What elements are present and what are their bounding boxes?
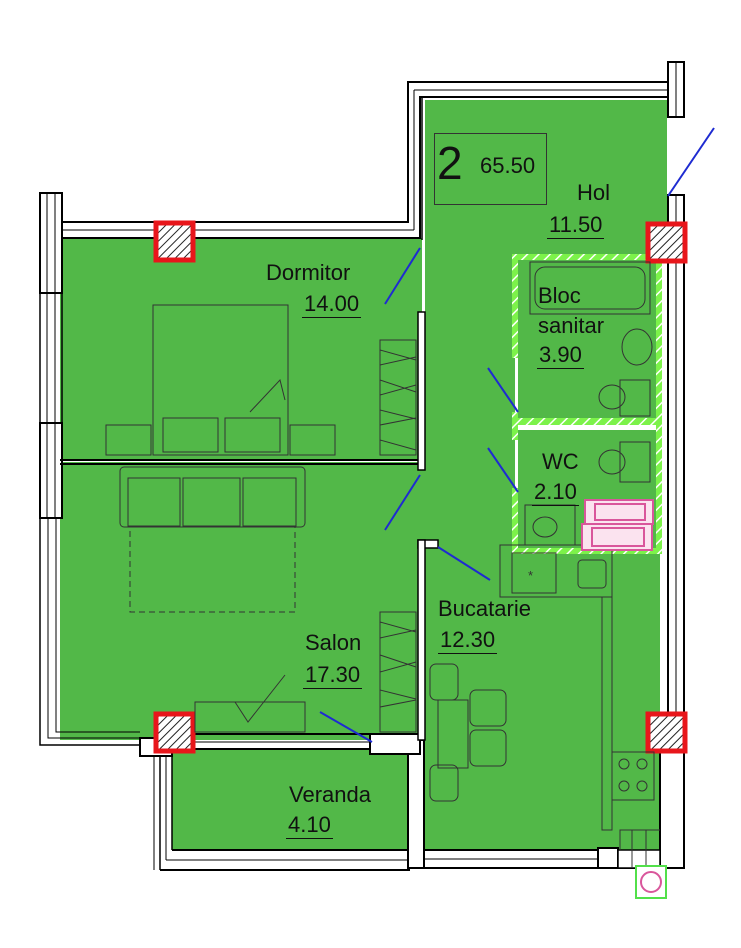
- floor-bucatarie: [425, 545, 660, 850]
- room-name-sanitar: sanitar: [538, 313, 605, 338]
- furniture: *: [105, 261, 660, 868]
- wall-right-block: [659, 744, 685, 869]
- toilet-wc: [619, 441, 651, 483]
- sink-bath: [621, 328, 653, 366]
- partitions: [417, 97, 439, 741]
- wall-top-outer: [45, 81, 668, 223]
- room-name-hol: Hol: [577, 180, 611, 205]
- tv-stand: [194, 701, 306, 733]
- floor-salon: [60, 462, 422, 740]
- veranda-walls: [139, 733, 421, 870]
- wall-bottom-right-block: [597, 847, 619, 869]
- chair-3: [469, 729, 507, 767]
- room-area-hol: 11.50: [547, 212, 605, 239]
- room-area-salon: 17.30: [303, 662, 363, 689]
- rooms-count: 2: [437, 137, 463, 189]
- room-area-wc: 2.10: [532, 479, 579, 506]
- bed: [152, 304, 289, 456]
- column-bottom-left: [153, 711, 196, 754]
- room-name-bucatarie: Bucatarie: [438, 596, 531, 621]
- door-swings: [319, 127, 715, 743]
- room-name-veranda: Veranda: [289, 782, 371, 807]
- structural-columns: [153, 220, 688, 754]
- dining-table: [437, 699, 469, 769]
- column-top-right: [645, 221, 688, 264]
- column-top-left: [153, 220, 196, 263]
- drain: [635, 865, 667, 899]
- wardrobe-bedroom: [379, 339, 417, 456]
- chair-4: [429, 764, 459, 802]
- wall-bottom-block: [407, 739, 425, 869]
- left-window-wall: [39, 192, 422, 746]
- room-name-wc: WC: [542, 449, 579, 474]
- room-area-veranda: 4.10: [286, 812, 333, 839]
- floor-bloc-sanitar: [518, 258, 658, 423]
- laundry-fixtures: [581, 499, 654, 551]
- chair-2: [469, 689, 507, 727]
- wall-top-inner: [60, 96, 668, 239]
- column-bottom-right: [645, 711, 688, 754]
- room-area-dormitor: 14.00: [302, 291, 362, 318]
- room-name-bloc: Bloc: [538, 283, 581, 308]
- floor-dormitor: [60, 238, 422, 460]
- floor-fill: [60, 100, 667, 850]
- room-name-dormitor: Dormitor: [266, 260, 351, 285]
- room-name-salon: Salon: [305, 630, 362, 655]
- carpet: [129, 526, 296, 613]
- room-area-bloc-sanitar: 3.90: [537, 342, 584, 369]
- toilet-bath: [619, 379, 651, 417]
- svg-text:*: *: [528, 568, 533, 583]
- room-area-bucatarie: 12.30: [438, 627, 498, 654]
- floor-veranda: [172, 750, 408, 850]
- apartment-summary-box: [434, 133, 547, 205]
- stove: [611, 751, 655, 801]
- total-area: 65.50: [480, 153, 536, 178]
- bathtub: [529, 261, 651, 315]
